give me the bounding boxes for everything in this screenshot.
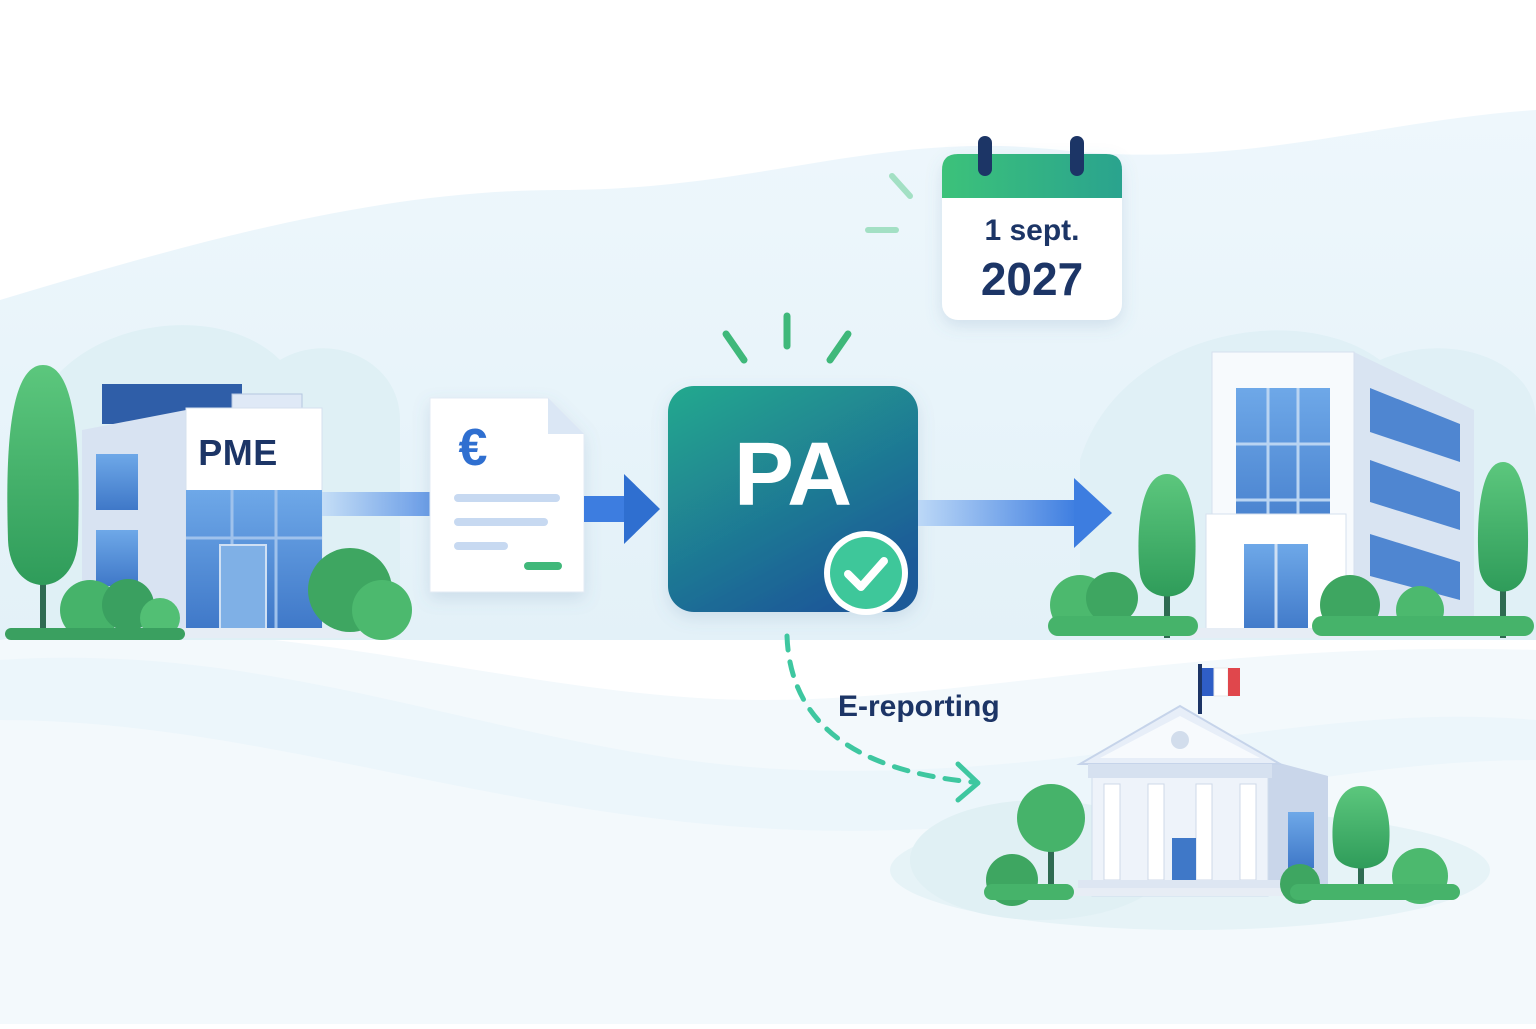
calendar-date-day: 1 sept. — [984, 214, 1080, 247]
french-flag-icon — [1198, 664, 1240, 714]
arrow-pa-to-receiver — [918, 478, 1112, 548]
pa-burst-lines — [722, 312, 852, 364]
pme-building — [5, 365, 412, 640]
calendar-icon — [942, 136, 1122, 320]
arrow-invoice-to-pa — [584, 474, 660, 544]
check-icon — [824, 531, 908, 615]
government-building-icon — [910, 704, 1460, 920]
calendar-burst-lines — [865, 173, 913, 233]
pme-label: PME — [198, 432, 278, 473]
office-building-icon — [1048, 351, 1534, 638]
e-reporting-label: E-reporting — [838, 690, 1000, 723]
calendar-date-year: 2027 — [980, 253, 1084, 305]
pa-label: PA — [733, 425, 853, 525]
euro-icon: € — [458, 419, 488, 477]
e-reporting-flow-arrow — [784, 633, 981, 803]
arrow-pme-to-invoice — [322, 492, 432, 516]
